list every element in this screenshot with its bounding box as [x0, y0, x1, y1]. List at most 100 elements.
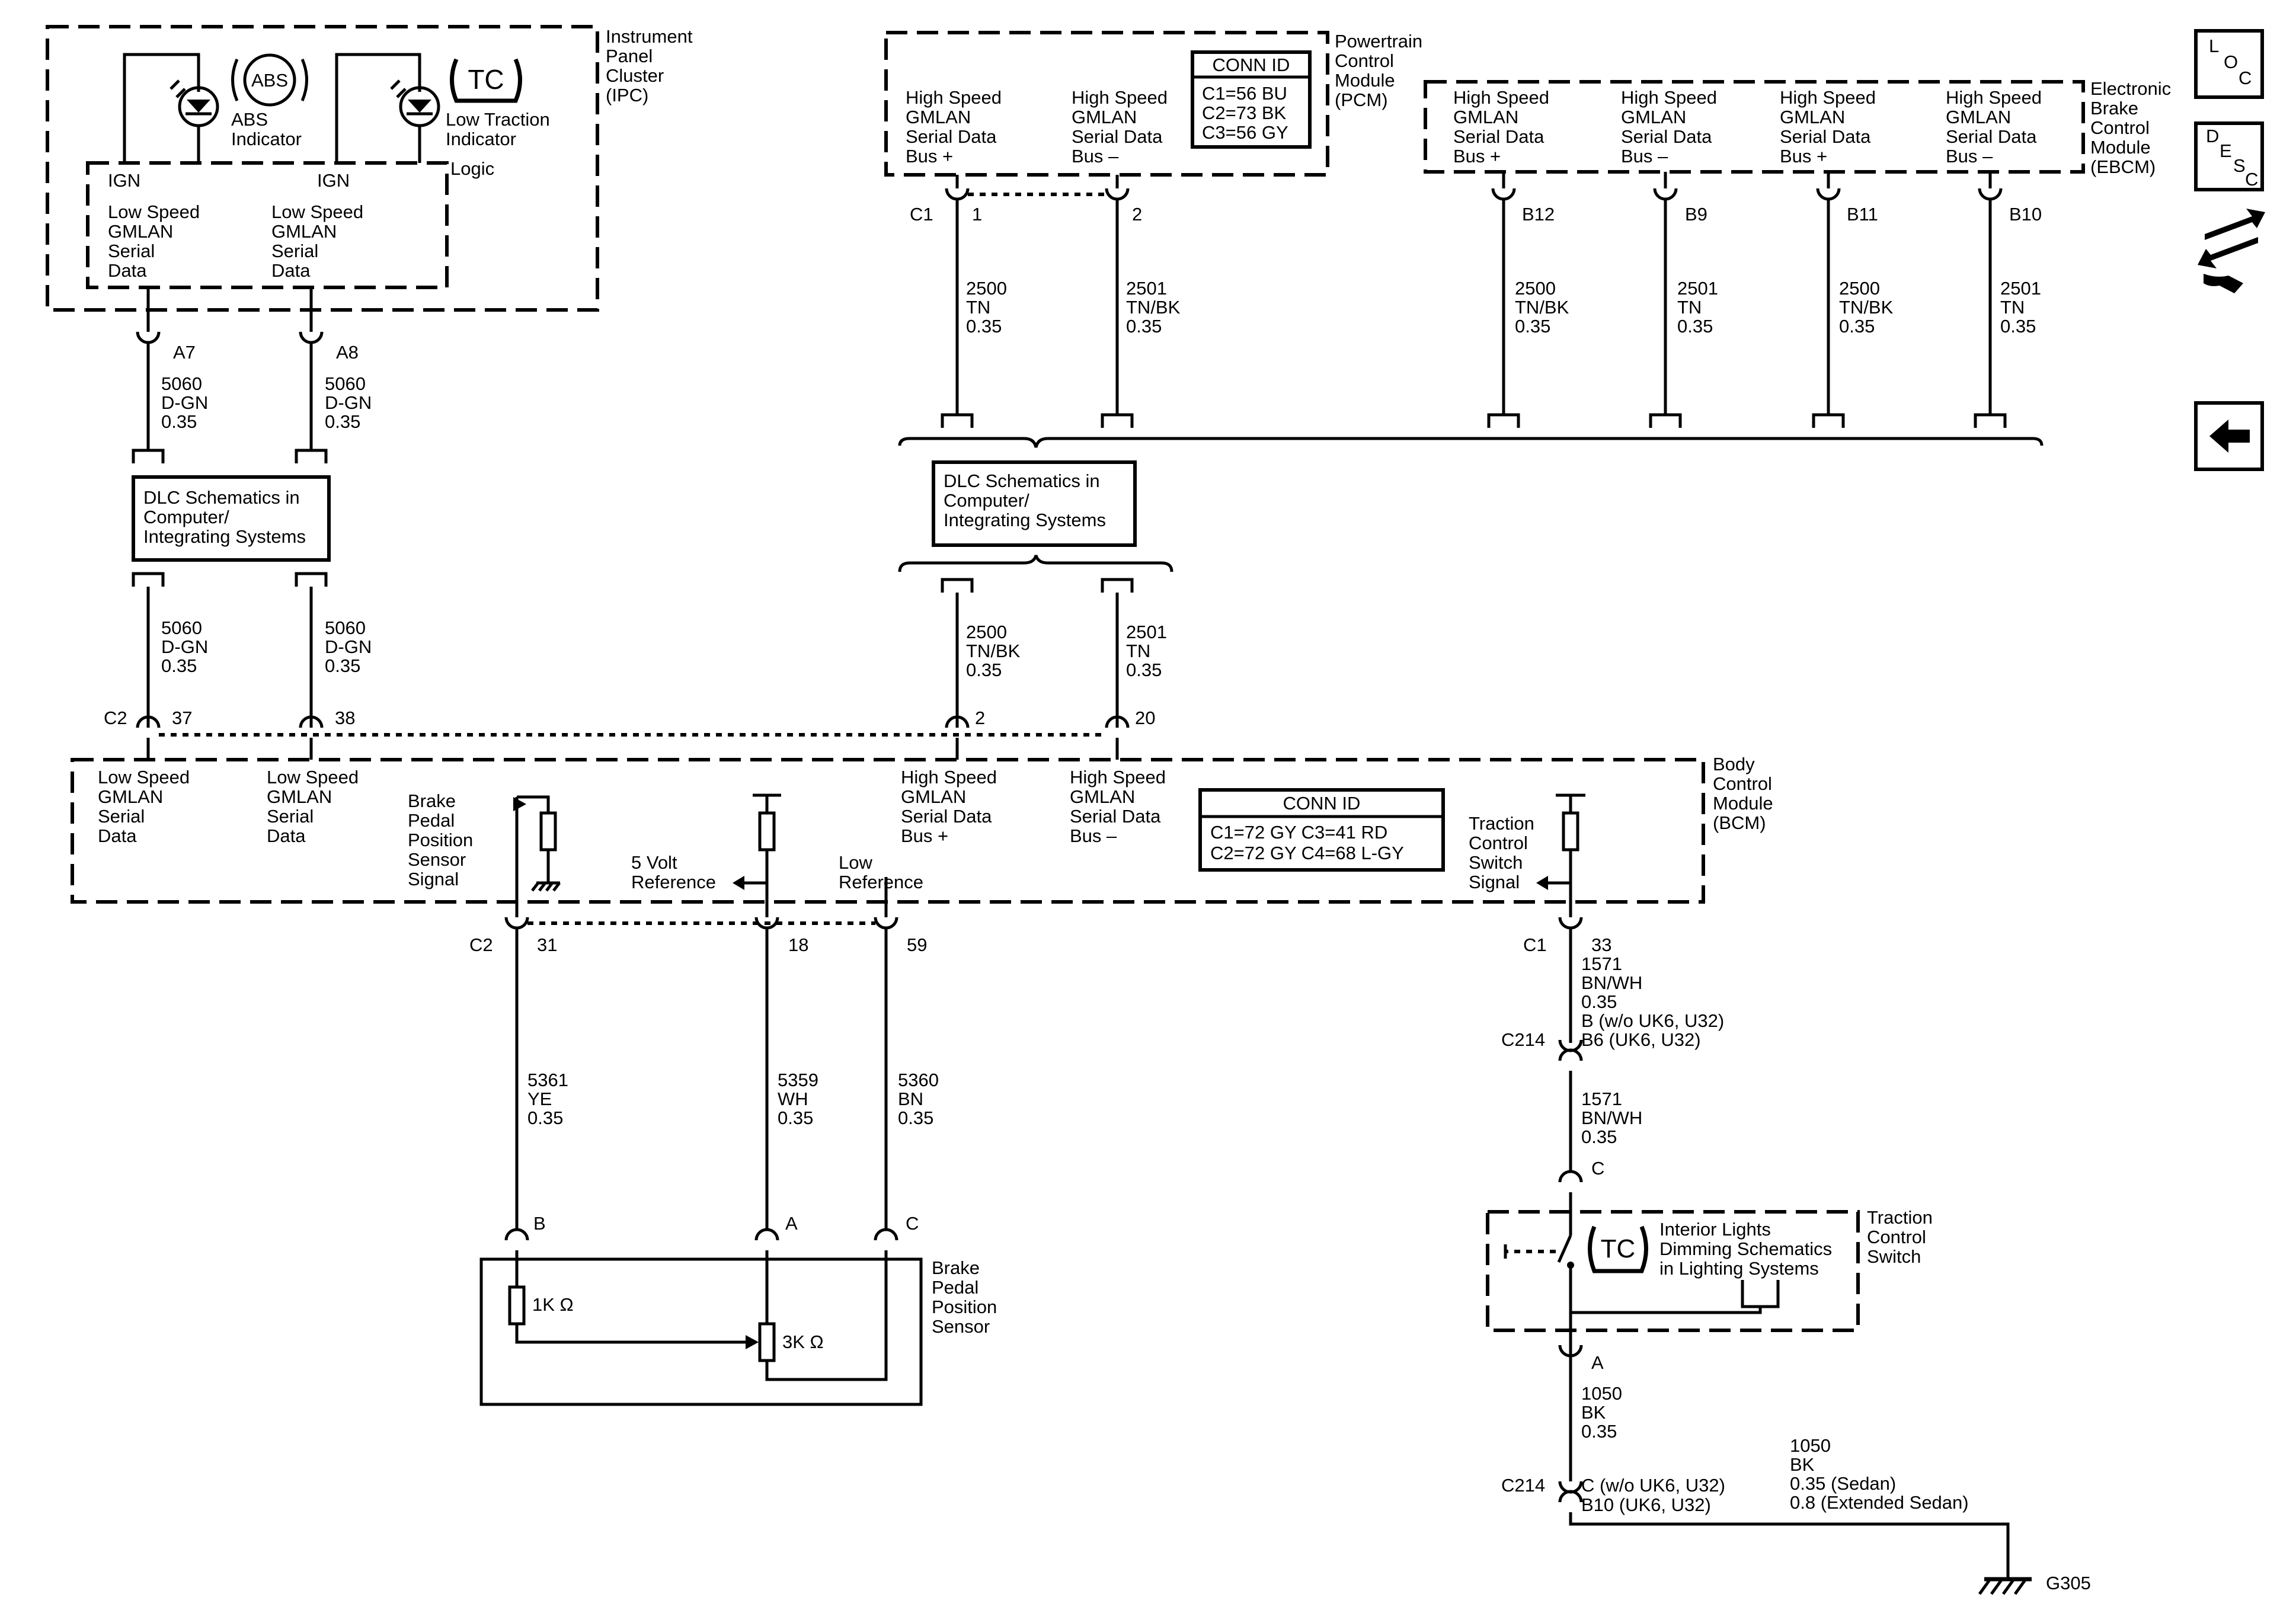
bpps-title-4: Sensor: [932, 1316, 990, 1337]
bcm-brake-sig-l3: Position: [408, 830, 473, 850]
abs-symbol-icon: ABS: [231, 53, 308, 107]
wire-5360-l3: 0.35: [898, 1108, 933, 1128]
bcm-conn-c1-bottom: C1: [1523, 934, 1547, 955]
bcm-top-connector: C2 37 38 2 20: [104, 708, 1155, 760]
bpps-title-3: Position: [932, 1297, 997, 1317]
bcm-hs2-l1: High Speed: [1070, 767, 1166, 788]
bcm-5v-l2: Reference: [631, 872, 716, 892]
pin-a8: A8: [336, 342, 359, 363]
wire-5060-d-l1: 5060: [325, 617, 366, 638]
wire-2500-pcm-l1: 2500: [966, 278, 1007, 299]
wire-2500-pcm-l2: TN: [966, 297, 990, 318]
ebcm-sig1-l4: Bus +: [1453, 146, 1501, 167]
loc-letter-c: C: [2239, 68, 2252, 88]
wire-1050-b-l4: 0.8 (Extended Sedan): [1790, 1492, 1969, 1513]
c214-top-label: C214: [1501, 1029, 1545, 1050]
bcm-hs1-l2: GMLAN: [901, 786, 966, 807]
bcm-hs1-l4: Bus +: [901, 825, 948, 846]
dlc-left-l3: Integrating Systems: [143, 526, 306, 547]
bpps-title-1: Brake: [932, 1257, 980, 1278]
ebcm-sig4-l1: High Speed: [1946, 87, 2042, 108]
bcm-title-1: Body: [1713, 754, 1755, 774]
desc-letter-d: D: [2206, 126, 2219, 146]
swap-arrows-icon[interactable]: [2198, 209, 2265, 293]
bcm-lowref-l2: Reference: [839, 872, 923, 892]
pcm-conn-c3: C3=56 GY: [1202, 122, 1288, 143]
wire-1571-b-l1: 1571: [1581, 1089, 1622, 1109]
wire-2500-b12-l2: TN/BK: [1515, 297, 1569, 318]
ebcm-title-4: Module: [2090, 137, 2151, 158]
bcm-ls2-l4: Data: [267, 825, 306, 846]
bcm-tc-sig-l3: Switch: [1469, 852, 1523, 873]
ebcm-sig4-l2: GMLAN: [1946, 107, 2011, 127]
ebcm-wires: B12 2500 TN/BK 0.35 B9 2501 TN 0.35 B11 …: [1487, 172, 2042, 428]
bcm-brake-sig-l4: Sensor: [408, 849, 466, 870]
desc-letter-s: S: [2233, 155, 2246, 176]
wire-2500-bcm-l3: 0.35: [966, 660, 1002, 680]
tcs-note-l2: Dimming Schematics: [1659, 1238, 1832, 1259]
ipc-tc-text: TC: [468, 64, 504, 95]
ebcm-module: Electronic Brake Control Module (EBCM) H…: [1424, 78, 2171, 177]
wire-2501-bcm-l3: 0.35: [1126, 660, 1162, 680]
wire-1050-a-l1: 1050: [1581, 1383, 1622, 1404]
bcm-ls1-l1: Low Speed: [98, 767, 190, 788]
wire-2500-b11-l2: TN/BK: [1839, 297, 1894, 318]
wire-5060-b-l3: 0.35: [325, 411, 360, 432]
ipc-sig2-l2: GMLAN: [271, 221, 337, 242]
bcm-pin-18: 18: [788, 934, 808, 955]
ground-g305-icon: [1978, 1577, 2032, 1595]
wire-5360-l1: 5360: [898, 1070, 939, 1090]
wire-2500-b11-l1: 2500: [1839, 278, 1880, 299]
bcm-brake-sig-l1: Brake: [408, 790, 456, 811]
ebcm-title-3: Control: [2090, 117, 2150, 138]
bcm-hs1-l1: High Speed: [901, 767, 997, 788]
bcm-tc-sig-l2: Control: [1469, 833, 1528, 853]
ebcm-pin-b10: B10: [2009, 204, 2042, 225]
ipc-sig2-l3: Serial: [271, 241, 318, 261]
wire-5359-l1: 5359: [778, 1070, 818, 1090]
desc-button[interactable]: D E S C: [2194, 121, 2264, 191]
bcm-ls2-l2: GMLAN: [267, 786, 332, 807]
wire-1571-a-l2: BN/WH: [1581, 972, 1642, 993]
wire-5060-d-l3: 0.35: [325, 655, 360, 676]
bcm-ls1-l3: Serial: [98, 806, 145, 827]
ipc-sig1-l2: GMLAN: [108, 221, 173, 242]
pcm-title-2: Control: [1335, 50, 1394, 71]
bpps-pin-c: C: [906, 1213, 919, 1234]
wire-5361-l1: 5361: [527, 1070, 568, 1090]
back-button[interactable]: [2194, 401, 2264, 471]
bcm-title-4: (BCM): [1713, 812, 1766, 833]
ebcm-sig4-l3: Serial Data: [1946, 126, 2037, 147]
dlc-box-left: DLC Schematics in Computer/ Integrating …: [132, 475, 331, 587]
ebcm-sig3-l3: Serial Data: [1780, 126, 1871, 147]
ground-g305-label: G305: [2046, 1573, 2091, 1593]
bcm-pin-31: 31: [537, 934, 557, 955]
bcm-ls1-l4: Data: [98, 825, 137, 846]
back-arrow-icon: [2209, 420, 2250, 453]
tc-led-icon: [335, 53, 440, 163]
ipc-sig1-l1: Low Speed: [108, 201, 200, 222]
wire-2501-b9-l2: TN: [1677, 297, 1702, 318]
wire-2500-bcm-l1: 2500: [966, 622, 1007, 642]
bcm-lowref-l1: Low: [839, 852, 872, 873]
bcm-pin-59: 59: [907, 934, 927, 955]
bcm-ls2-l3: Serial: [267, 806, 314, 827]
bcm-tc-pullup-resistor: [1536, 793, 1585, 902]
bpps-pin-a: A: [785, 1213, 798, 1234]
ebcm-sig3-l1: High Speed: [1780, 87, 1876, 108]
dlc-box-right: DLC Schematics in Computer/ Integrating …: [898, 460, 1173, 593]
abs-led-icon: [123, 53, 219, 163]
abs-indicator-l2: Indicator: [231, 129, 302, 149]
c214-top-pin-l2: B6 (UK6, U32): [1581, 1029, 1701, 1050]
pcm-pin-1: 1: [972, 204, 982, 225]
wire-1050-b-l1: 1050: [1790, 1435, 1831, 1456]
desc-letter-e: E: [2220, 140, 2232, 161]
pcm-module: Powertrain Control Module (PCM) High Spe…: [884, 31, 1422, 177]
wire-1050-b-l3: 0.35 (Sedan): [1790, 1473, 1896, 1494]
tcs-note-l3: in Lighting Systems: [1659, 1258, 1819, 1279]
bcm-pin-38: 38: [335, 708, 355, 728]
loc-button[interactable]: L O C: [2194, 29, 2264, 99]
pcm-sig1-l3: Serial Data: [906, 126, 997, 147]
tcs-pin-a: A: [1591, 1352, 1604, 1373]
